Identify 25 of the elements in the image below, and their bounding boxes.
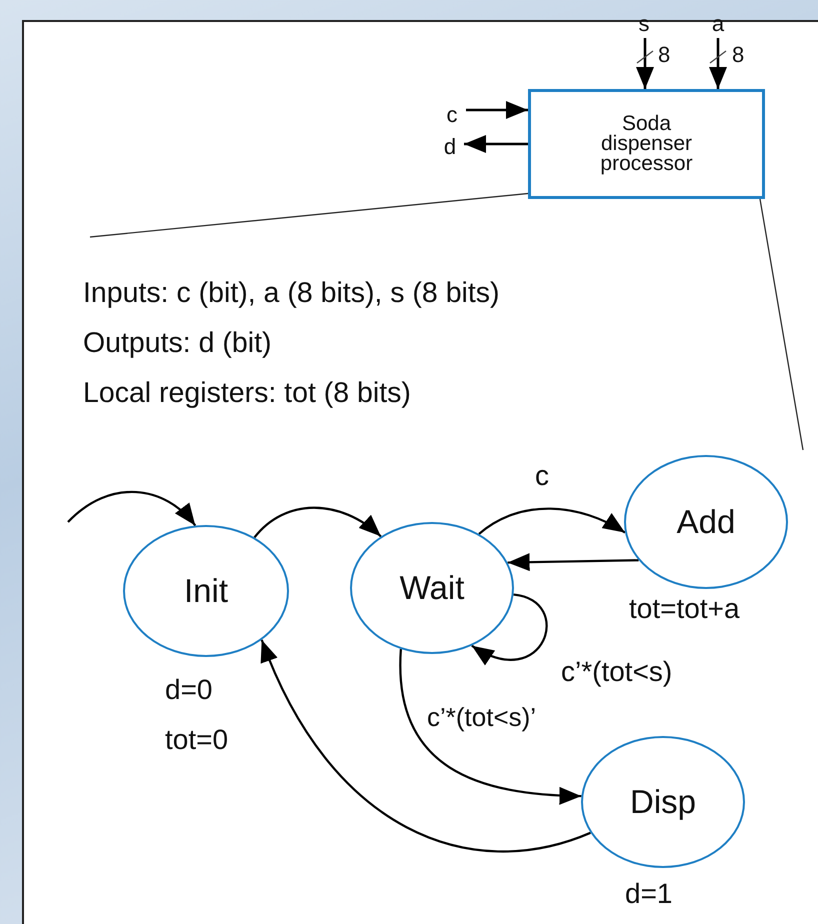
state-ellipse: Wait (350, 522, 514, 654)
state-ellipse: Add (624, 455, 788, 589)
signal-name: c (442, 104, 462, 126)
arrow (400, 649, 582, 804)
arrow (464, 135, 528, 153)
arrow (636, 38, 654, 89)
state-output: tot=0 (165, 724, 228, 756)
state-ellipse: Init (123, 525, 289, 657)
arrow (67, 490, 196, 526)
arrow (254, 506, 382, 538)
signal-name: d (440, 135, 460, 159)
arrow (709, 38, 727, 89)
arrow (508, 553, 639, 572)
arrow (471, 594, 548, 664)
arrow (260, 640, 591, 852)
state-ellipse: Disp (581, 736, 745, 868)
interface-description: Inputs: c (bit), a (8 bits), s (8 bits) (83, 277, 500, 310)
processor-box: Soda dispenser processor (528, 89, 765, 199)
state-output: d=1 (625, 878, 672, 910)
interface-description: Outputs: d (bit) (83, 327, 272, 360)
state-output: tot=tot+a (629, 593, 740, 625)
arrow (478, 508, 626, 535)
interface-description: Local registers: tot (8 bits) (83, 377, 411, 410)
state-output: d=0 (165, 674, 212, 706)
arrow (466, 101, 528, 119)
